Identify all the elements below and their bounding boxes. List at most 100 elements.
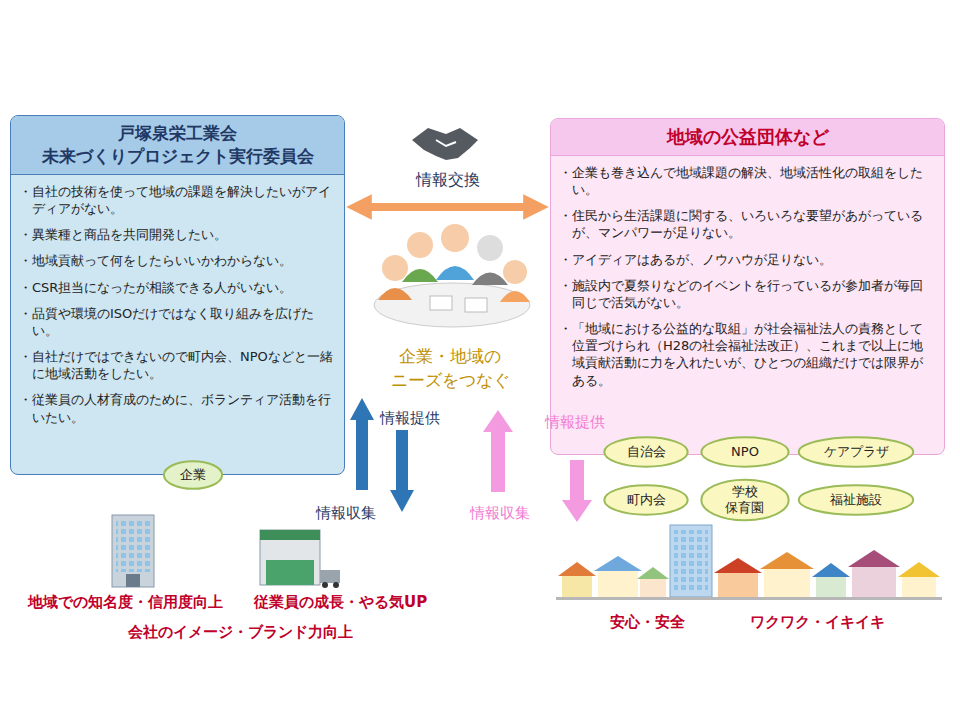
townscape-part [898,562,940,577]
bullet-text: ・企業も巻き込んで地域課題の解決、地域活性化の取組をしたい。 [559,164,934,198]
office-building [112,515,154,587]
townscape-part [816,576,846,597]
handshake-icon-part [436,140,456,146]
bullet-text: ・従業員の人材育成のために、ボランティア活動を行いたい。 [19,391,334,425]
bullet-text: ・「地域における公益的な取組」が社会福祉法人の責務として位置づけられ（H28の社… [559,320,934,389]
panel-heading: 地域の公益団体など [551,119,944,156]
oval-outline [799,485,913,514]
meeting-illustration-part [477,235,503,261]
meeting-illustration-part [374,283,530,327]
meeting-illustration-part [472,273,508,286]
townscape-part [848,550,900,567]
townscape-part [640,578,666,597]
blue-down-arrow-part [390,430,414,512]
townscape-part [598,570,638,597]
meeting-illustration-part [407,232,433,258]
group-oval: 町内会 [603,484,689,516]
edge-label: 情報交換 [416,170,480,191]
flow-label: 情報提供 [545,412,605,433]
pink-up-arrow [483,410,513,492]
townscape-part [558,562,596,576]
oval-outline [799,437,913,466]
community-panel: 地域の公益団体など・企業も巻き込んで地域課題の解決、地域活性化の取組をしたい。・… [550,118,945,455]
townscape-part [670,525,712,597]
flow-label: 情報提供 [380,408,440,429]
townscape-part [562,575,592,597]
bullet-text: ・自社の技術を使って地域の課題を解決したいがアイディアがない。 [19,183,334,217]
group-oval: 自治会 [603,436,689,468]
meeting-illustration-part [503,260,527,284]
meeting-illustration-part [430,296,452,310]
meeting-illustration-part [500,291,530,302]
meeting-illustration-part [402,269,438,282]
panel-heading: 戸塚泉栄工業会 未来づくりプロジェクト実行委員会 [11,116,344,175]
factory-building-part [320,570,340,583]
bullet-text: ・CSR担当になったが相談できる人がいない。 [19,279,334,296]
factory-building-part [322,582,328,588]
oval-label: 自治会 [627,444,666,460]
office-building-part [116,520,150,572]
pink-down-arrow-part [562,460,592,522]
handshake-icon [412,128,478,160]
factory-building-part [266,560,314,585]
oval-outline [701,437,788,466]
center-caption: 企業・地域の ニーズをつなぐ [370,345,530,393]
blue-down-arrow [390,430,414,512]
bullet-text: ・地域貢献って何をしたらいいかわからない。 [19,252,334,269]
bullet-text: ・異業種と商品を共同開発したい。 [19,226,334,243]
pink-down-arrow [562,460,592,522]
benefit-label: 安心・安全 [610,612,685,633]
townscape-part [852,566,896,597]
factory-building-part [333,582,339,588]
oval-label: ケアプラザ [824,444,889,460]
meeting-illustration-part [465,298,487,312]
townscape-part [637,567,669,579]
townscape-part [714,558,762,573]
oval-outline [604,437,687,466]
member-panel: 戸塚泉栄工業会 未来づくりプロジェクト実行委員会・自社の技術を使って地域の課題を… [10,115,345,475]
meeting-illustration [374,224,530,327]
meeting-illustration-part [436,266,474,280]
bullet-text: ・自社だけではできないので町内会、NPOなどと一緒に地域活動をしたい。 [19,348,334,382]
townscape-part [556,597,942,600]
bullet-text: ・品質や環境のISOだけではなく取り組みを広げたい。 [19,305,334,339]
factory-building [260,530,340,588]
factory-building-part [260,530,320,585]
benefit-label: ワクワク・イキイキ [750,612,885,633]
flow-label: 情報収集 [316,503,376,524]
townscape-part [812,563,850,577]
company-oval: 企業 [163,460,223,490]
group-oval: NPO [700,436,790,468]
group-oval: 福祉施設 [797,484,915,516]
factory-building-part [260,530,320,540]
townscape-part [902,576,936,597]
handshake-icon-part [412,128,478,160]
group-oval: 学校 保育園 [700,478,790,522]
townscape-part [594,556,642,571]
oval-label: 学校 保育園 [722,484,769,515]
oval-outline [701,480,788,520]
flow-label: 情報収集 [470,503,530,524]
townscape-part [718,572,758,597]
oval-outline [604,485,687,514]
oval-outline [164,461,222,489]
townscape-part [760,552,814,569]
oval-label: NPO [731,444,759,460]
oval-label: 企業 [180,467,206,483]
meeting-illustration-part [441,224,469,252]
benefit-label: 従業員の成長・やる気UP [254,592,427,613]
pink-up-arrow-part [483,410,513,492]
benefit-label: 会社のイメージ・ブランド力向上 [128,622,353,643]
bullet-text: ・施設内で夏祭りなどのイベントを行っているが参加者が毎回同じで活気がない。 [559,277,934,311]
oval-label: 町内会 [627,492,666,508]
bullet-text: ・アイディアはあるが、ノウハウが足りない。 [559,251,934,268]
benefit-label: 地域での知名度・信用度向上 [28,592,223,613]
exchange-arrow [359,203,536,211]
townscape-part [764,568,810,597]
townscape-part [674,530,708,590]
meeting-illustration-part [382,255,408,281]
office-building-part [112,515,154,587]
townscape [556,525,942,600]
oval-label: 福祉施設 [830,492,882,508]
bullet-text: ・住民から生活課題に関する、いろいろな要望があがっているが、マンパワーが足りない… [559,207,934,241]
